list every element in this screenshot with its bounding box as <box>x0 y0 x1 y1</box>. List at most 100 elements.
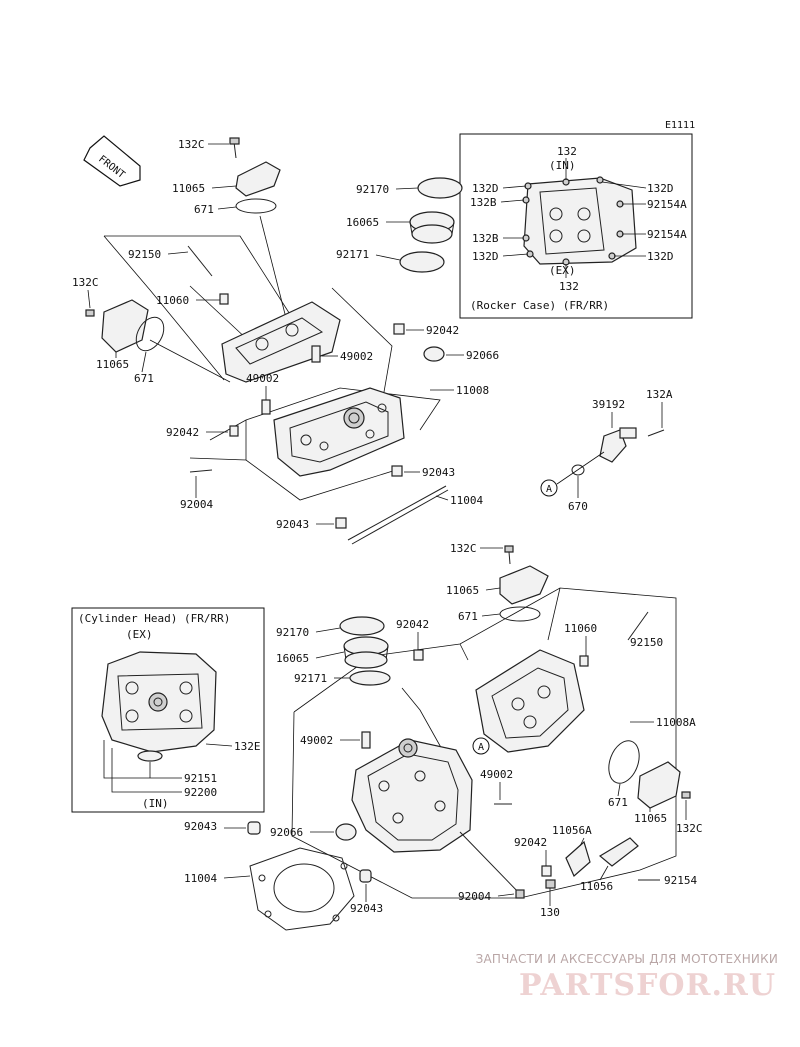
inset-cylinder-label-132e: 132E <box>234 740 261 753</box>
callout-92042-4: 92042 <box>514 836 547 849</box>
diagram-code: E1111 <box>665 120 695 131</box>
gasket-671-lower-icon <box>499 606 541 622</box>
rocker-case-front-drawing <box>475 649 585 753</box>
plug-92066-lower-icon <box>335 823 357 841</box>
inset-rocker-top-label: 132 <box>557 145 577 158</box>
callout-92042-3: 92042 <box>396 618 429 631</box>
inset-cylinder-caption: (Cylinder Head) (FR/RR) <box>78 612 230 625</box>
callout-132c-3: 132C <box>450 542 477 555</box>
callout-11060-1: 11060 <box>156 294 189 307</box>
cover-11065-lower-icon <box>499 565 549 605</box>
callout-92171-2: 92171 <box>294 672 327 685</box>
callout-92154: 92154 <box>664 874 697 887</box>
ref-a-circle-1 <box>540 479 558 497</box>
callout-132c-4: 132C <box>676 822 703 835</box>
callout-49002-4: 49002 <box>480 768 513 781</box>
rocker-label-132b-1: 132B <box>470 196 497 209</box>
dowel-92043-upper-icon <box>391 465 403 477</box>
callout-11008a: 11008A <box>656 716 696 729</box>
callout-92004-2: 92004 <box>458 890 491 903</box>
inset-cylinder-ex-label: (EX) <box>126 628 153 641</box>
callout-132c-2: 132C <box>72 276 99 289</box>
holder-16065-upper-icon <box>409 211 455 244</box>
watermark-tagline: ЗАПЧАСТИ И АКСЕССУАРЫ ДЛЯ МОТОТЕХНИКИ <box>475 952 778 966</box>
gasket-671-top-icon <box>235 198 277 214</box>
inset-rocker-ex-label: (EX) <box>549 264 576 277</box>
rocker-label-132d-2: 132D <box>472 250 499 263</box>
bolt-132c-top-icon <box>229 137 240 159</box>
gasket-11004-upper-icon <box>347 485 449 545</box>
callout-11056: 11056 <box>580 880 613 893</box>
inset-rocker-in-label: (IN) <box>549 159 576 172</box>
callout-92171-1: 92171 <box>336 248 369 261</box>
cylinder-head-inset-drawing <box>101 651 217 762</box>
clamp-92170-upper-icon <box>417 177 463 199</box>
rocker-case-drawing <box>522 176 637 266</box>
callout-11056a: 11056A <box>552 824 592 837</box>
callout-671-1: 671 <box>194 203 214 216</box>
dowel-49002-upper-2-icon <box>261 399 271 415</box>
callout-92043-1: 92043 <box>422 466 455 479</box>
fitting-39192-icon <box>599 427 637 463</box>
callout-11008: 11008 <box>456 384 489 397</box>
dowel-11060-icon <box>219 293 229 305</box>
bolt-132a-icon <box>647 429 665 437</box>
callout-92066-1: 92066 <box>466 349 499 362</box>
callout-11065-4: 11065 <box>634 812 667 825</box>
bolt-132c-lower-icon <box>504 545 514 553</box>
callout-92042-1: 92042 <box>426 324 459 337</box>
dowel-49002-lower-icon <box>361 731 371 749</box>
rocker-case-rear-drawing <box>221 301 341 383</box>
callout-92043-4: 92043 <box>350 902 383 915</box>
callout-11004-1: 11004 <box>450 494 483 507</box>
callout-11060-2: 11060 <box>564 622 597 635</box>
clamp-92171-upper-icon <box>399 251 445 273</box>
callout-11065-1: 11065 <box>172 182 205 195</box>
ref-a-circle-2 <box>472 737 490 755</box>
callout-671-3: 671 <box>458 610 478 623</box>
rocker-label-132d-1: 132D <box>472 182 499 195</box>
callout-92170-2: 92170 <box>276 626 309 639</box>
rocker-label-132b-2: 132B <box>472 232 499 245</box>
bolt-92150-lower-icon <box>627 611 649 641</box>
bolt-130-icon <box>545 879 556 889</box>
stud-92004-upper-icon <box>189 469 213 473</box>
dowel-92042-upper-2-icon <box>229 425 239 437</box>
callout-a-1: A <box>546 484 552 495</box>
rocker-label-92154a-1: 92154A <box>647 198 687 211</box>
callout-49002-2: 49002 <box>246 372 279 385</box>
callout-92043-3: 92043 <box>184 820 217 833</box>
gasket-11004-lower-icon <box>249 847 355 931</box>
clamp-92170-lower-icon <box>339 616 385 636</box>
callout-671-4: 671 <box>608 796 628 809</box>
bolt-132c-left-icon <box>85 309 95 317</box>
dowel-11060-lower-icon <box>579 655 589 667</box>
callout-49002-3: 49002 <box>300 734 333 747</box>
cylinder-head-inset: (Cylinder Head) (FR/RR) (EX) 132E 92151 … <box>71 607 265 813</box>
inset-rocker-caption: (Rocker Case) (FR/RR) <box>470 299 609 312</box>
dowel-49002-upper-icon <box>311 345 321 363</box>
callout-92042-2: 92042 <box>166 426 199 439</box>
cover-11065-top-icon <box>235 161 281 197</box>
callout-670: 670 <box>568 500 588 513</box>
stud-92004-lower-icon <box>459 831 525 899</box>
callout-92150-2: 92150 <box>630 636 663 649</box>
dowel-92042-upper-icon <box>393 323 405 335</box>
inset-cylinder-label-92151: 92151 <box>184 772 217 785</box>
callout-a-2: A <box>478 742 484 753</box>
gasket-671-left-icon <box>135 316 165 352</box>
dowel-92043-lower-2-icon <box>359 869 372 883</box>
rocker-label-132d-4: 132D <box>647 250 674 263</box>
callout-11065-3: 11065 <box>446 584 479 597</box>
clamp-92171-lower-icon <box>349 670 391 686</box>
callout-130: 130 <box>540 906 560 919</box>
inset-rocker-bottom-label: 132 <box>559 280 579 293</box>
callout-92043-2: 92043 <box>276 518 309 531</box>
cylinder-head-front-drawing <box>351 738 473 853</box>
bracket-11056-icon <box>598 837 639 867</box>
gasket-671-right-icon <box>608 740 640 784</box>
callout-92150-1: 92150 <box>128 248 161 261</box>
callout-132c-1: 132C <box>178 138 205 151</box>
callout-671-2: 671 <box>134 372 154 385</box>
